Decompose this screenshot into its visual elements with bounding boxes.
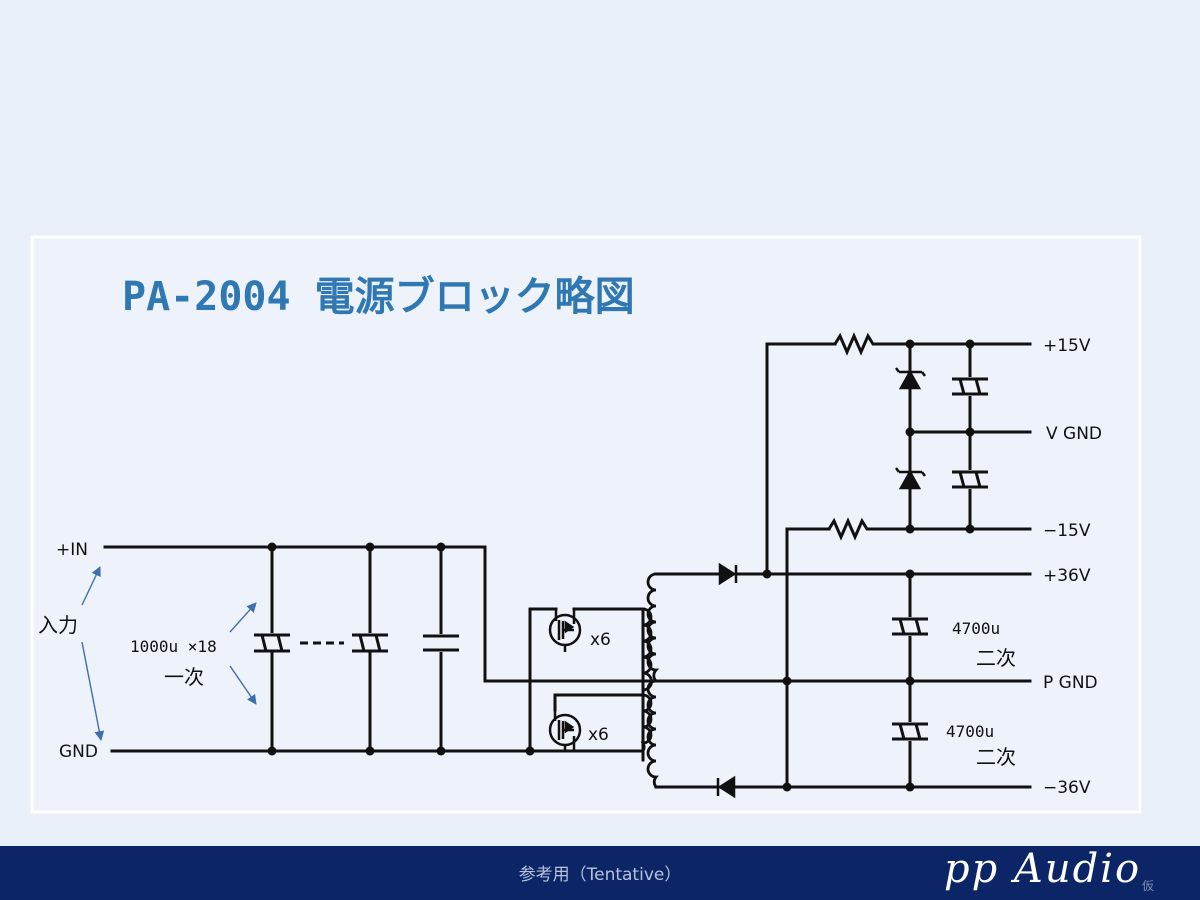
diagram-title: PA-2004 電源ブロック略図: [122, 274, 635, 320]
resistor-lower: [827, 517, 871, 541]
bank-capacitor-1: [254, 633, 290, 653]
input-plus-rail: [103, 545, 1032, 683]
secondary-cap-lower-sub: 二次: [976, 745, 1016, 769]
bank-capacitor-2: [352, 633, 388, 653]
input-gnd-label: GND: [59, 742, 98, 762]
secondary-capacitor-lower: [892, 722, 928, 741]
secondary-cap-upper-value: 4700u: [952, 619, 1000, 638]
secondary-cap-upper-sub: 二次: [976, 646, 1016, 670]
bank-film-capacitor: [423, 634, 459, 652]
junction-dots: [267, 339, 975, 792]
mosfet-lower: [548, 710, 582, 752]
input-caption: 入力: [38, 613, 78, 637]
brand-sub: 仮: [1142, 879, 1155, 893]
secondary-capacitor-upper: [892, 617, 928, 636]
output-p15-label: +15V: [1043, 336, 1091, 356]
input-plus-label: +IN: [56, 540, 88, 560]
rectifier-diode-upper: [718, 562, 738, 586]
brand-logo: pp Audio: [944, 846, 1142, 892]
transformer: [640, 572, 660, 788]
fet-upper-count: x6: [590, 630, 611, 650]
secondary-cap-lower-value: 4700u: [946, 722, 994, 741]
output-pgnd-label: P GND: [1043, 673, 1098, 693]
mosfet-upper: [548, 609, 582, 652]
cap-bank-sub: 一次: [164, 665, 204, 689]
cap-bank-label: 1000u ×18: [130, 637, 217, 656]
diagram-panel: [30, 235, 1142, 814]
reg-capacitor-upper: [952, 377, 988, 396]
fet-bridge: [528, 607, 645, 762]
reg-capacitor-lower: [952, 470, 988, 489]
output-p36-label: +36V: [1043, 566, 1091, 586]
output-m36-label: −36V: [1043, 778, 1091, 798]
fet-lower-count: x6: [588, 725, 609, 745]
resistor-upper: [833, 332, 877, 356]
output-vgnd-label: V GND: [1046, 424, 1102, 444]
regulator-section: [765, 342, 1032, 789]
zener-diode-upper: [895, 367, 926, 390]
output-m15-label: −15V: [1043, 521, 1091, 541]
footer-caption: 参考用（Tentative）: [518, 865, 682, 885]
zener-diode-lower: [895, 467, 926, 490]
annotation-arrows: [81, 566, 257, 741]
footer-bar: [0, 846, 1200, 900]
rectifier-diode-lower: [716, 775, 736, 799]
